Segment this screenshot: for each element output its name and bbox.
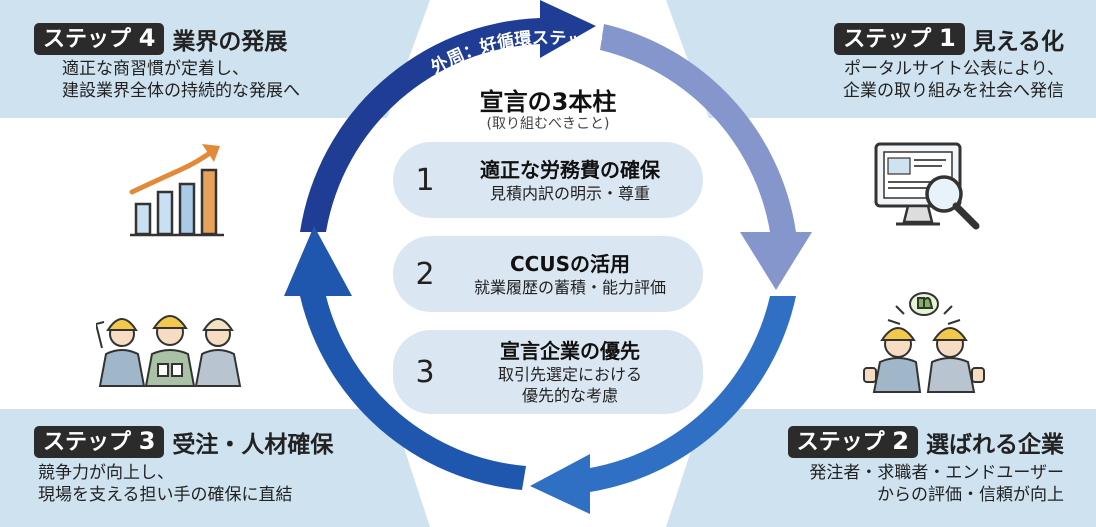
step1-description: ポータルサイト公表により、 企業の取り組みを社会へ発信 bbox=[843, 58, 1064, 102]
pillar-line: 就業履歴の蓄積・能力評価 bbox=[473, 277, 666, 297]
step1-chip: ステップ 1 bbox=[834, 23, 965, 55]
step4-panel bbox=[0, 0, 430, 118]
pillar-title: 適正な労務費の確保 bbox=[480, 157, 660, 182]
step1-line: ポータルサイト公表により、 bbox=[844, 59, 1064, 79]
monitor-magnifier-icon bbox=[874, 142, 980, 230]
arrow-step2-to-step3 bbox=[530, 296, 796, 514]
pillar-number: 2 bbox=[415, 256, 435, 292]
step4-line: 適正な商習慣が定着し、 bbox=[62, 59, 249, 79]
pillar-number: 3 bbox=[415, 354, 435, 390]
step3-title: 受注・人材確保 bbox=[172, 432, 334, 458]
arrow-step3-to-step4 bbox=[284, 226, 526, 490]
pillar-2: 2 CCUSの活用 就業履歴の蓄積・能力評価 bbox=[393, 236, 703, 312]
step2-line: からの評価・信頼が向上 bbox=[877, 485, 1064, 505]
step1-title: 見える化 bbox=[972, 29, 1064, 55]
step4-title: 業界の発展 bbox=[172, 29, 288, 55]
step4-chip: ステップ 4 bbox=[34, 23, 165, 55]
step1-heading: ステップ 1 見える化 bbox=[834, 22, 1064, 56]
step4-description: 適正な商習慣が定着し、 建設業界全体の持続的な発展へ bbox=[62, 58, 300, 102]
pillar-title: CCUSの活用 bbox=[510, 251, 630, 276]
step3-line: 競争力が向上し、 bbox=[38, 463, 174, 483]
step1-line: 企業の取り組みを社会へ発信 bbox=[843, 81, 1064, 101]
pillar-3: 3 宣言企業の優先 取引先選定における 優先的な考慮 bbox=[393, 330, 703, 414]
center-subtitle: (取り組むべきこと) bbox=[486, 116, 610, 132]
pillar-line: 取引先選定における bbox=[497, 365, 642, 384]
step4-heading: ステップ 4 業界の発展 bbox=[34, 22, 287, 56]
worker-team-icon bbox=[96, 315, 242, 387]
step2-chip: ステップ 2 bbox=[787, 426, 918, 458]
step4-line: 建設業界全体の持続的な発展へ bbox=[62, 81, 300, 101]
growth-chart-icon bbox=[129, 144, 224, 237]
ring-label: 外周：好循環ステップ bbox=[427, 28, 603, 78]
pillar-line: 優先的な考慮 bbox=[521, 386, 618, 405]
pillar-number: 1 bbox=[415, 162, 435, 198]
arrow-step1-to-step2 bbox=[600, 24, 812, 290]
step2-heading: ステップ 2 選ばれる企業 bbox=[787, 425, 1064, 459]
pillar-title: 宣言企業の優先 bbox=[500, 339, 640, 363]
step3-description: 競争力が向上し、 現場を支える担い手の確保に直結 bbox=[38, 462, 293, 506]
workers-thumbs-up-icon bbox=[863, 292, 985, 393]
step3-line: 現場を支える担い手の確保に直結 bbox=[38, 485, 293, 505]
step2-description: 発注者・求職者・エンドユーザー からの評価・信頼が向上 bbox=[809, 462, 1064, 506]
step1-panel bbox=[666, 0, 1096, 118]
pillar-1: 1 適正な労務費の確保 見積内訳の明示・尊重 bbox=[393, 142, 703, 218]
step2-line: 発注者・求職者・エンドユーザー bbox=[809, 463, 1064, 483]
pillar-line: 見積内訳の明示・尊重 bbox=[489, 183, 650, 203]
step3-heading: ステップ 3 受注・人材確保 bbox=[34, 425, 333, 459]
step3-chip: ステップ 3 bbox=[34, 426, 165, 458]
center-title: 宣言の3本柱 bbox=[479, 88, 617, 116]
step2-title: 選ばれる企業 bbox=[926, 432, 1064, 458]
arrow-step4-to-step1 bbox=[300, 0, 596, 232]
